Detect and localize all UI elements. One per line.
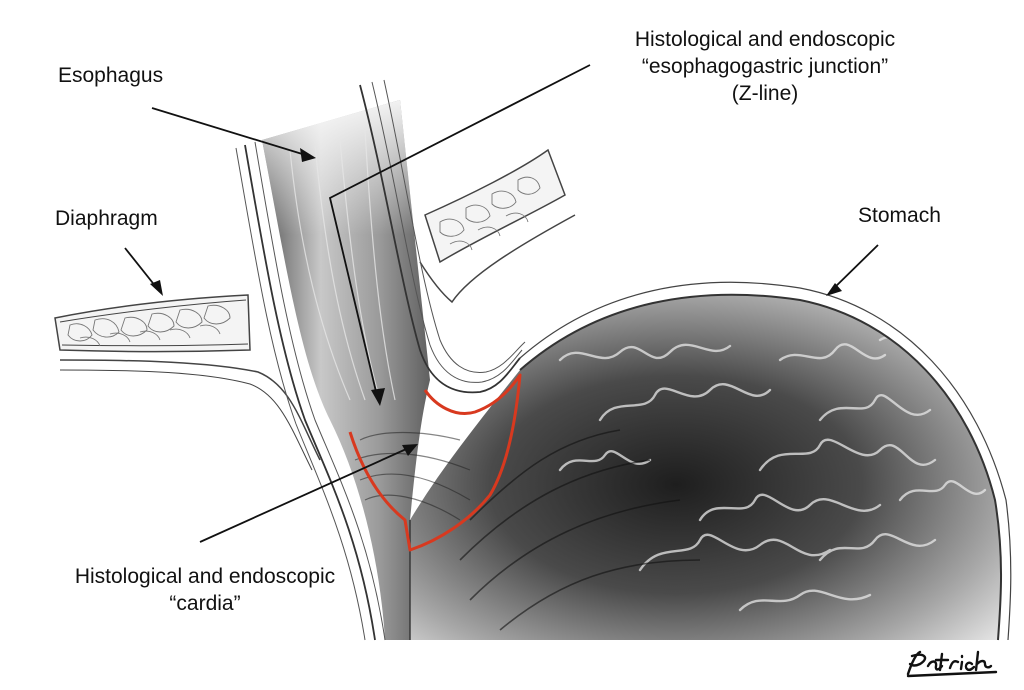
esophagus-pointer bbox=[151, 107, 316, 162]
stomach-pointer bbox=[826, 244, 879, 296]
label-esophagogastric-junction: Histological and endoscopic “esophagogas… bbox=[590, 26, 940, 107]
label-esophagus: Esophagus bbox=[58, 64, 164, 87]
junction-pointer bbox=[328, 64, 591, 406]
label-cardia-line-1: Histological and endoscopic bbox=[74, 565, 336, 588]
label-junction-line-3: (Z-line) bbox=[731, 82, 799, 105]
label-stomach: Stomach bbox=[858, 204, 941, 227]
stomach bbox=[410, 281, 1012, 641]
artist-signature bbox=[906, 650, 998, 678]
label-junction-line-1: Histological and endoscopic bbox=[634, 28, 896, 51]
diaphragm-left bbox=[54, 294, 321, 471]
label-junction-line-2: “esophagogastric junction” bbox=[641, 55, 889, 78]
label-cardia-line-2: “cardia” bbox=[169, 592, 241, 615]
diaphragm-right bbox=[419, 148, 576, 304]
pointer-arrows bbox=[124, 64, 879, 543]
cardia-outline bbox=[348, 373, 522, 552]
diaphragm-pointer bbox=[124, 247, 163, 296]
label-diaphragm: Diaphragm bbox=[55, 207, 158, 230]
cardia-pointer bbox=[199, 444, 418, 543]
label-cardia: Histological and endoscopic “cardia” bbox=[30, 563, 380, 617]
